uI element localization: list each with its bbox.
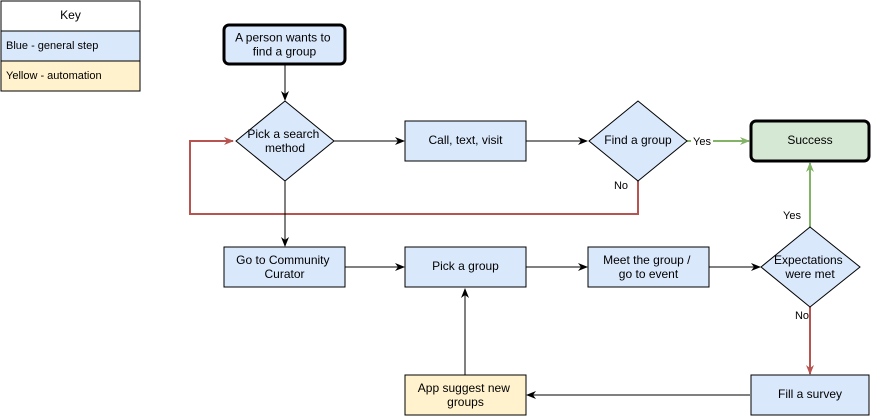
node-curator-line-2: Curator (264, 267, 304, 281)
node-survey-label: Fill a survey (778, 387, 842, 401)
node-find-group: Find a group (588, 100, 688, 182)
node-expectations-line-1: Expectations (774, 253, 843, 267)
node-pick-group: Pick a group (404, 246, 527, 288)
edge-labels: Yes No Yes No (614, 134, 809, 322)
legend-title-box (0, 0, 141, 32)
edge-label-bg (691, 134, 713, 149)
edge-label-find-yes: Yes (693, 136, 711, 148)
node-pick-group-shape (404, 246, 527, 288)
node-success-shape (749, 119, 871, 163)
node-curator-label: Go to Community Curator (236, 253, 333, 281)
node-find-group-label: Find a group (604, 133, 672, 147)
node-pick-method-label: Pick a search method (247, 127, 322, 155)
node-expectations-line-2: were met (784, 267, 835, 281)
edge-label-find-no: No (614, 180, 628, 192)
node-meet-label: Meet the group / go to event (603, 253, 694, 281)
node-suggest-line-2: groups (447, 395, 484, 409)
node-expectations-label: Expectations were met (774, 253, 846, 281)
node-expectations-shape (760, 226, 861, 308)
node-start-line-1: A person wants to (235, 31, 331, 45)
node-survey-shape (750, 374, 870, 416)
node-survey: Fill a survey (750, 374, 870, 416)
legend-yellow-label: Yellow - automation (6, 70, 102, 82)
legend: Key Blue - general step Yellow - automat… (0, 0, 141, 92)
node-pick-group-label: Pick a group (432, 259, 499, 273)
node-curator-line-1: Go to Community (236, 253, 329, 267)
node-start: A person wants to find a group (222, 23, 347, 66)
node-meet-line-1: Meet the group / (603, 253, 691, 267)
node-pick-method-line-2: method (265, 141, 305, 155)
node-curator-shape (223, 246, 346, 288)
legend-title: Key (60, 8, 81, 22)
legend-blue-label: Blue - general step (6, 40, 98, 52)
edge-find-group-no (189, 137, 639, 215)
edges (189, 64, 814, 399)
node-meet-shape (587, 246, 710, 288)
node-suggest-shape (404, 374, 527, 416)
node-meet: Meet the group / go to event (587, 246, 710, 288)
node-suggest-label: App suggest new groups (418, 381, 513, 409)
node-start-shape (222, 23, 347, 66)
legend-blue-swatch (0, 30, 141, 62)
node-success: Success (749, 119, 871, 163)
node-find-group-shape (588, 100, 688, 182)
node-curator: Go to Community Curator (223, 246, 346, 288)
node-meet-line-2: go to event (619, 267, 679, 281)
legend-yellow-swatch (0, 60, 141, 92)
node-success-label: Success (787, 133, 832, 147)
node-call-label: Call, text, visit (428, 133, 503, 147)
node-call-shape (404, 120, 527, 162)
node-expectations: Expectations were met (760, 226, 861, 308)
node-start-label: A person wants to find a group (235, 31, 334, 59)
edge-label-exp-no: No (795, 310, 809, 322)
node-pick-method-shape (235, 100, 335, 182)
node-call: Call, text, visit (404, 120, 527, 162)
node-suggest-line-1: App suggest new (418, 381, 510, 395)
node-start-line-2: find a group (253, 45, 317, 59)
node-suggest: App suggest new groups (404, 374, 527, 416)
node-pick-method-line-1: Pick a search (247, 127, 319, 141)
node-pick-method: Pick a search method (235, 100, 335, 182)
edge-label-exp-yes: Yes (783, 210, 801, 222)
